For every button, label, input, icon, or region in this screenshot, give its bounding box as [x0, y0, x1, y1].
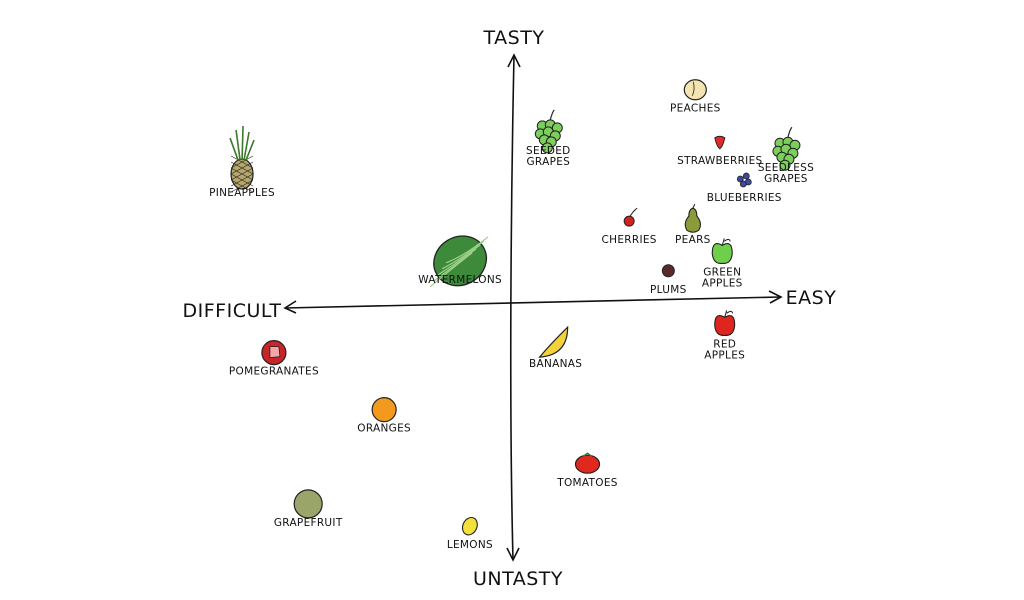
apple-icon — [711, 238, 733, 265]
point-blueberries: BLUEBERRIES — [707, 172, 782, 204]
banana-icon — [538, 325, 569, 358]
point-tomatoes: TOMATOES — [556, 452, 618, 489]
point-strawberries: STRAWBERRIES — [677, 135, 762, 167]
y-axis-line — [509, 54, 515, 561]
x-axis-left-arrow — [283, 300, 297, 314]
point-grapefruit: GRAPEFRUIT — [274, 489, 343, 529]
point-watermelons: WATERMELONS — [418, 235, 502, 288]
watermelon-icon — [429, 235, 489, 288]
x-axis-right-arrow — [768, 290, 783, 304]
y-axis-positive-label: TASTY — [483, 27, 545, 49]
apple-icon — [714, 310, 736, 336]
point-label: POMEGRANATES — [229, 366, 319, 378]
tomato-icon — [574, 452, 601, 474]
plum-icon — [661, 264, 675, 278]
y-axis-bottom-arrow — [506, 547, 520, 562]
point-bananas: BANANAS — [529, 325, 582, 370]
blueberry-icon — [736, 172, 752, 188]
grapes-icon — [534, 109, 563, 154]
orange-icon — [371, 397, 397, 423]
point-label: LEMONS — [447, 539, 493, 551]
grapefruit-icon — [293, 489, 323, 519]
strawberry-icon — [714, 135, 726, 150]
point-label: PLUMS — [650, 284, 687, 296]
x-axis-positive-label: EASY — [786, 287, 837, 309]
point-oranges: ORANGES — [357, 397, 411, 435]
point-plums: PLUMS — [650, 264, 687, 296]
point-pomegranates: POMEGRANATES — [229, 340, 319, 378]
point-label: GRAPEFRUIT — [274, 517, 343, 529]
point-label: WATERMELONS — [418, 274, 502, 286]
point-label: PEARS — [675, 234, 711, 246]
pineapple-icon — [229, 126, 255, 193]
point-label: BLUEBERRIES — [707, 192, 782, 204]
point-peaches: PEACHES — [670, 79, 721, 115]
x-axis-line — [284, 296, 781, 309]
x-axis-negative-label: DIFFICULT — [183, 300, 282, 322]
cherry-icon — [623, 207, 638, 227]
grapes-icon — [772, 126, 801, 171]
point-label: ORANGES — [357, 423, 411, 435]
point-lemons: LEMONS — [447, 516, 493, 551]
point-pears: PEARS — [675, 203, 711, 246]
lemon-icon — [461, 516, 478, 536]
point-pineapples: PINEAPPLES — [209, 126, 275, 199]
pear-icon — [684, 203, 701, 233]
point-cherries: CHERRIES — [602, 207, 657, 246]
pomegranate-icon — [261, 340, 287, 366]
point-label: PINEAPPLES — [209, 187, 275, 199]
y-axis-negative-label: UNTASTY — [473, 568, 563, 590]
point-label: CHERRIES — [602, 234, 657, 246]
y-axis-top-arrow — [507, 53, 521, 68]
peach-icon — [683, 79, 707, 101]
point-label: BANANAS — [529, 358, 582, 370]
axes: TASTY UNTASTY DIFFICULT EASY — [183, 27, 837, 590]
point-label: PEACHES — [670, 103, 721, 115]
point-label: TOMATOES — [556, 477, 618, 489]
point-label: STRAWBERRIES — [677, 155, 762, 167]
